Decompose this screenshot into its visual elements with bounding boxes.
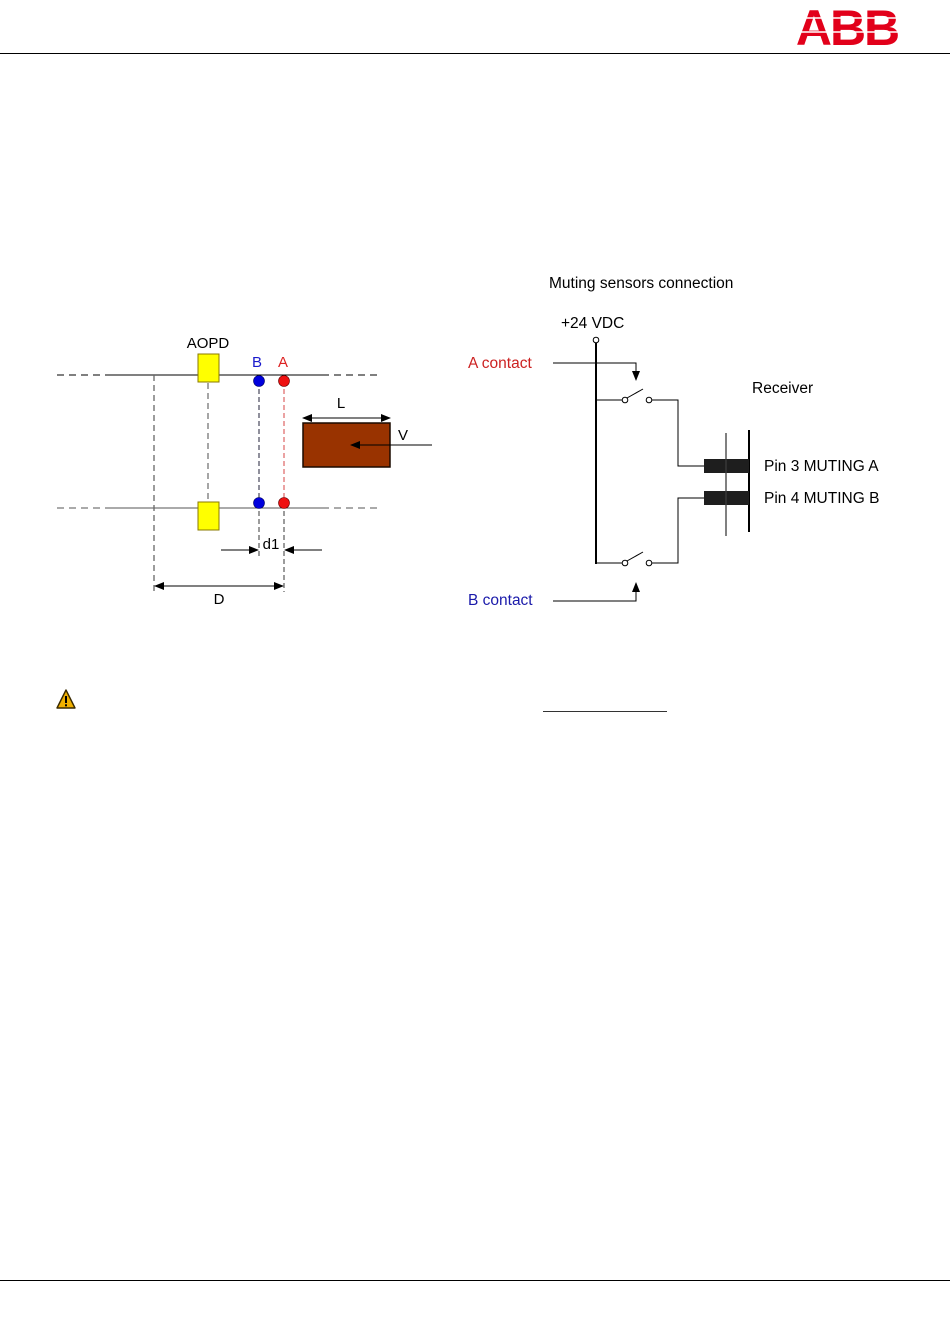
- muting-sensors-connection-diagram: Muting sensors connection +24 VDC A cont…: [468, 275, 879, 609]
- supply-terminal: [593, 337, 599, 343]
- sensor-b-bottom: [254, 498, 265, 509]
- receiver-label: Receiver: [752, 380, 813, 397]
- pin4-label: Pin 4 MUTING B: [764, 490, 879, 507]
- b-contact-label: B contact: [468, 592, 533, 609]
- sensor-a-label: A: [278, 354, 288, 371]
- aopd-emitter: [198, 354, 219, 382]
- sensor-a-top: [279, 376, 290, 387]
- signature-line: [543, 711, 667, 712]
- sensor-b-top: [254, 376, 265, 387]
- velocity-label: V: [398, 427, 408, 444]
- sensor-b-label: B: [252, 354, 262, 371]
- a-contact-label: A contact: [468, 355, 532, 372]
- switch-a-contact-right: [646, 397, 652, 403]
- switch-b-contact-left: [622, 560, 628, 566]
- sensor-a-bottom: [279, 498, 290, 509]
- connection-title: Muting sensors connection: [549, 275, 733, 292]
- aopd-receiver: [198, 502, 219, 530]
- pin3-label: Pin 3 MUTING A: [764, 458, 879, 475]
- warning-icon: [56, 689, 76, 709]
- switch-a-contact-left: [622, 397, 628, 403]
- switch-b-contact-right: [646, 560, 652, 566]
- distance-label: D: [214, 591, 225, 608]
- muting-layout-diagram: AOPD B A L V d1 D: [57, 335, 432, 608]
- supply-label: +24 VDC: [561, 315, 624, 332]
- d1-label: d1: [263, 536, 280, 553]
- aopd-label: AOPD: [187, 335, 230, 352]
- footer-rule: [0, 1280, 950, 1281]
- length-label: L: [337, 395, 345, 412]
